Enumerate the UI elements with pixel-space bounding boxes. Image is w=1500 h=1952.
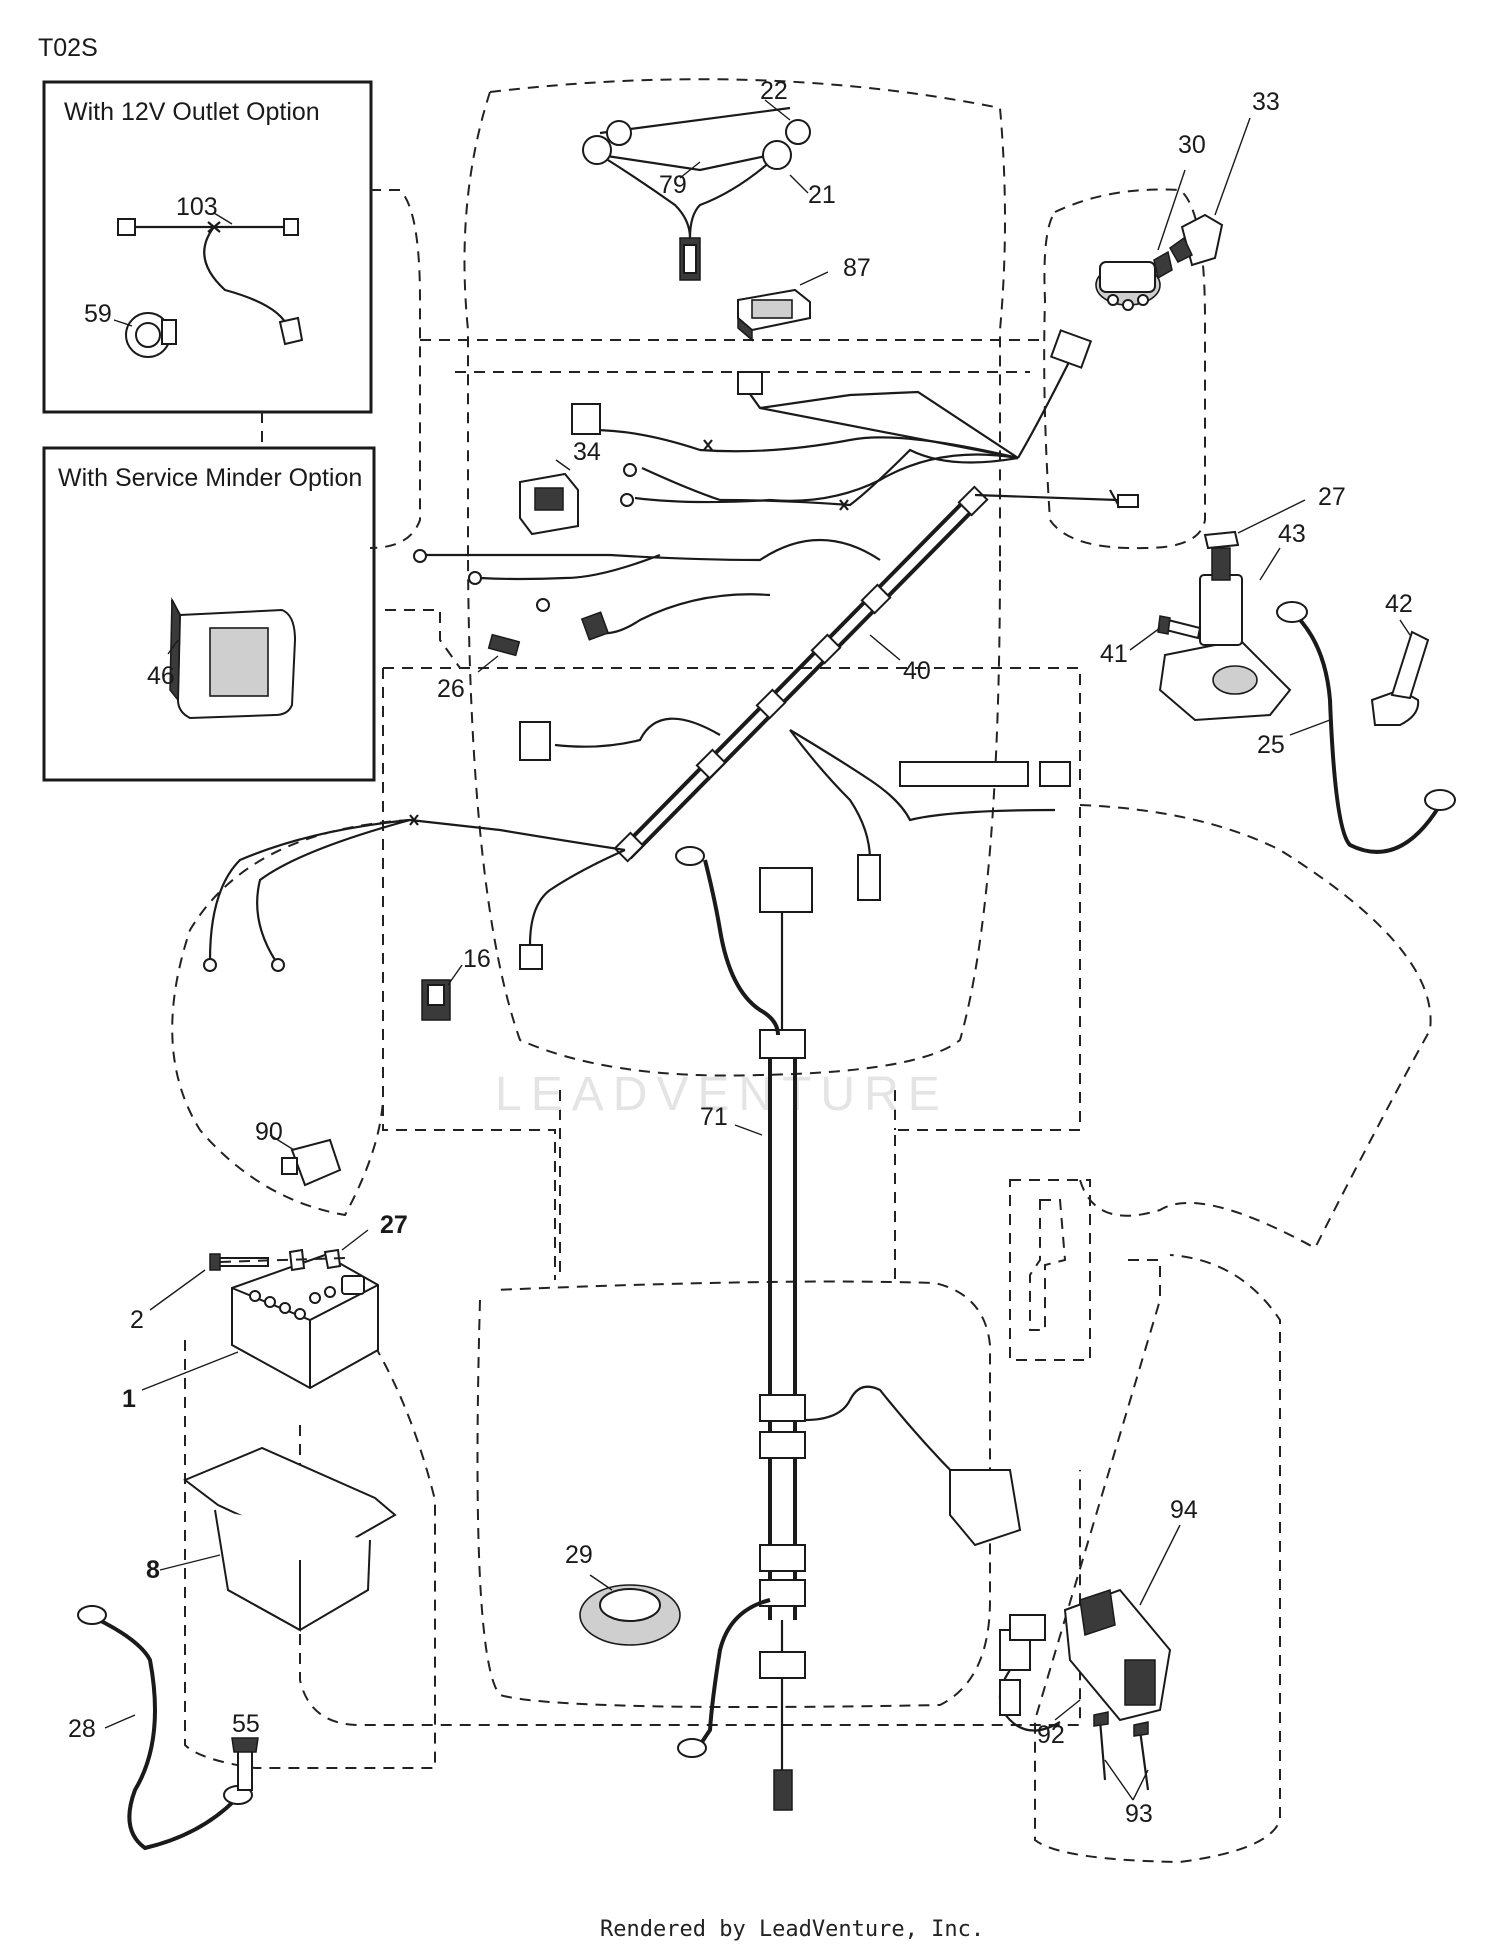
service-minder-option-box: With Service Minder Option: [42, 446, 376, 782]
relay-87: [737, 271, 829, 342]
callout-21: 21: [808, 181, 836, 209]
ground-cable-28: [77, 1605, 253, 1851]
ignition-key-33: [1169, 117, 1251, 267]
callout-29: 29: [565, 1541, 593, 1569]
outlet-harness-103: [117, 212, 304, 346]
callout-94: 94: [1170, 1496, 1198, 1524]
callout-8: 8: [146, 1556, 160, 1584]
callout-28: 28: [68, 1715, 96, 1743]
screw-55: [231, 1737, 259, 1791]
main-harness-40: [203, 329, 1139, 972]
service-minder-46: [167, 597, 297, 720]
callout-42: 42: [1385, 590, 1413, 618]
headlight-harness: [582, 99, 811, 281]
callout-55: 55: [232, 1710, 260, 1738]
harness-71: [675, 846, 1022, 1811]
callout-87: 87: [843, 254, 871, 282]
callout-25: 25: [1257, 731, 1285, 759]
callout-71: 71: [700, 1103, 728, 1131]
connector-92: [998, 1614, 1081, 1732]
solenoid-43: [1158, 499, 1306, 722]
callout-26: 26: [437, 675, 465, 703]
callout-93: 93: [1125, 1800, 1153, 1828]
callout-90: 90: [255, 1118, 283, 1146]
callout-1: 1: [122, 1385, 136, 1413]
module-94: [1063, 1524, 1181, 1722]
outlet-option-box: With 12V Outlet Option: [42, 80, 373, 414]
callout-30: 30: [1178, 131, 1206, 159]
callout-46: 46: [147, 662, 175, 690]
module-90: [269, 1134, 342, 1187]
switch-16: [421, 964, 463, 1021]
service-minder-option-title: With Service Minder Option: [58, 464, 362, 492]
callout-79: 79: [659, 171, 687, 199]
callout-59: 59: [84, 300, 112, 328]
callout-2: 2: [130, 1306, 144, 1334]
callout-16: 16: [463, 945, 491, 973]
battery-cable-25: [1276, 601, 1456, 854]
grommet-29: [579, 1574, 681, 1646]
callout-labels: 103 59 46 22 79 21 87 30 33 34 27 43 42 …: [68, 77, 1413, 1828]
callout-22: 22: [760, 77, 788, 105]
watermark: LEADVENTURE: [495, 1068, 949, 1121]
callout-43: 43: [1278, 520, 1306, 548]
screws-93: [1093, 1711, 1150, 1801]
ignition-switch-30: [1095, 169, 1186, 311]
callout-27-battery: 27: [380, 1211, 408, 1239]
chassis-outline: [171, 78, 1432, 1864]
callout-41: 41: [1100, 640, 1128, 668]
outlet-option-title: With 12V Outlet Option: [64, 98, 320, 126]
switch-34: [519, 459, 579, 536]
battery-bolt-2: [149, 1229, 369, 1311]
bolt-41: [1129, 615, 1202, 651]
page-code: T02S: [38, 34, 98, 62]
callout-34: 34: [573, 438, 601, 466]
battery-1: [141, 1253, 379, 1391]
terminal-boot-42: [1370, 619, 1430, 726]
callout-103: 103: [176, 193, 218, 221]
fuse-26: [477, 633, 521, 673]
battery-tray-8: [159, 1446, 397, 1632]
callout-92: 92: [1037, 1721, 1065, 1749]
callout-33: 33: [1252, 88, 1280, 116]
12v-outlet-59: [113, 312, 177, 358]
callout-27-top: 27: [1318, 483, 1346, 511]
callout-40: 40: [903, 657, 931, 685]
footer-credit: Rendered by LeadVenture, Inc.: [600, 1917, 984, 1942]
